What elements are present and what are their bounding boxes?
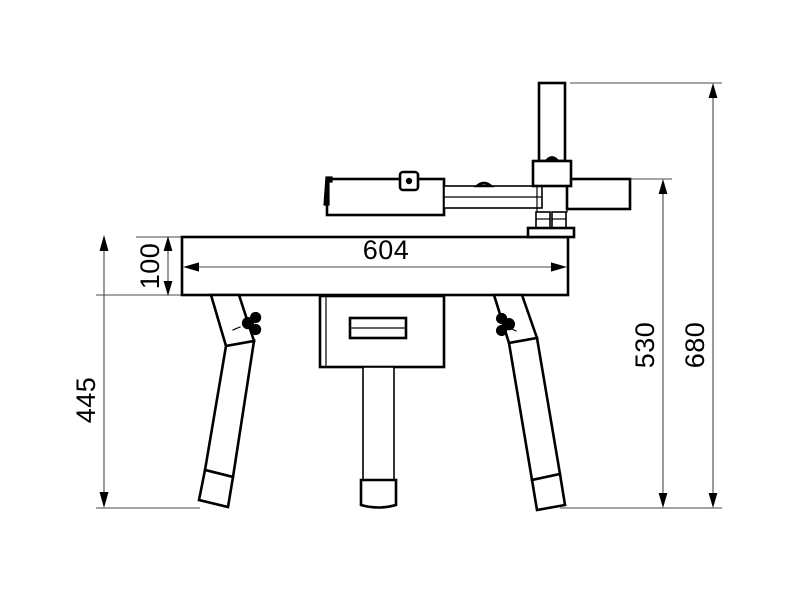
arm-end-hook	[323, 176, 333, 206]
post-collar-block	[531, 159, 573, 188]
benchtop-beam	[180, 235, 570, 297]
dimension-445: 445	[71, 235, 109, 508]
center-support-column	[359, 366, 398, 509]
dimension-100-label: 100	[135, 243, 165, 290]
arm-rail-nub	[473, 181, 495, 188]
foot-center	[359, 478, 398, 509]
dimension-530: 530	[630, 179, 668, 508]
post-clamp-assembly	[526, 211, 576, 239]
vertical-post	[531, 81, 573, 213]
dimension-100: 100	[135, 236, 173, 296]
drawer-handle[interactable]	[348, 316, 408, 340]
dimension-680: 680	[680, 83, 718, 508]
dimension-680-label: 680	[680, 322, 710, 369]
arm-right-extension	[565, 177, 632, 211]
drawer-box[interactable]	[318, 294, 446, 369]
post-nub	[543, 156, 561, 162]
wing-nut-knob-left	[232, 311, 262, 336]
dimension-604: 604	[183, 235, 567, 272]
wing-nut-knob-right	[495, 312, 517, 337]
dimension-530-label: 530	[630, 322, 660, 369]
arm-square-fitting	[398, 170, 420, 192]
horizontal-guide-arm	[323, 170, 632, 217]
dimension-445-label: 445	[71, 377, 101, 424]
splayed-leg-left	[197, 293, 256, 509]
dimension-604-label: 604	[363, 235, 410, 265]
